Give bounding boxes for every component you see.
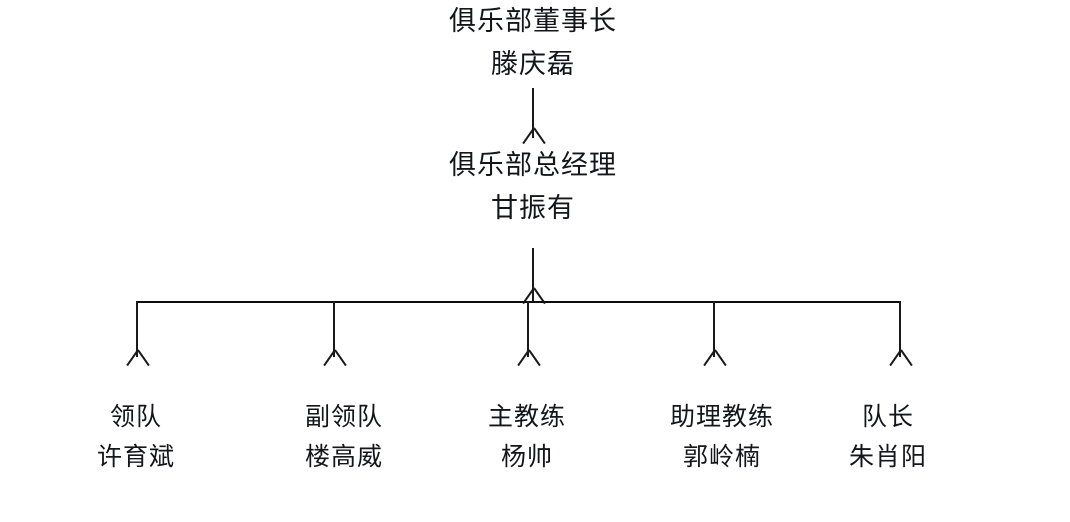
node-captain-person: 朱肖阳 bbox=[848, 442, 928, 471]
node-team-leader-title: 领队 bbox=[109, 402, 163, 431]
node-general-manager: 俱乐部总经理 甘振有 bbox=[449, 152, 617, 222]
node-chairman-title: 俱乐部董事长 bbox=[449, 6, 617, 37]
node-deputy-team-leader-title: 副领队 bbox=[304, 402, 384, 431]
node-captain-title: 队长 bbox=[861, 402, 915, 431]
node-general-manager-title: 俱乐部总经理 bbox=[449, 150, 617, 181]
node-team-leader: 领队 许育斌 bbox=[97, 404, 175, 469]
node-head-coach-person: 杨帅 bbox=[500, 442, 554, 471]
node-deputy-team-leader-person: 楼高威 bbox=[304, 442, 384, 471]
node-general-manager-person: 甘振有 bbox=[491, 193, 575, 224]
node-team-leader-person: 许育斌 bbox=[96, 442, 176, 471]
connector-chairman-to-gm-line bbox=[532, 88, 534, 138]
node-captain: 队长 朱肖阳 bbox=[849, 404, 927, 469]
connector-gm-to-bus-line bbox=[532, 248, 534, 302]
node-assistant-coach-title: 助理教练 bbox=[669, 402, 775, 431]
distribution-bus-line bbox=[137, 301, 901, 303]
node-head-coach-title: 主教练 bbox=[487, 402, 567, 431]
node-assistant-coach-person: 郭岭楠 bbox=[682, 442, 762, 471]
connector-bus-to-assistant-coach-line bbox=[713, 301, 715, 357]
node-deputy-team-leader: 副领队 楼高威 bbox=[305, 404, 383, 469]
node-chairman: 俱乐部董事长 滕庆磊 bbox=[449, 8, 617, 78]
node-assistant-coach: 助理教练 郭岭楠 bbox=[670, 404, 774, 469]
connector-bus-to-deputy-team-leader-line bbox=[333, 301, 335, 357]
connector-bus-to-head-coach-line bbox=[527, 301, 529, 357]
node-chairman-person: 滕庆磊 bbox=[491, 49, 575, 80]
connector-bus-to-captain-line bbox=[899, 301, 901, 357]
node-head-coach: 主教练 杨帅 bbox=[488, 404, 566, 469]
connector-bus-to-team-leader-line bbox=[136, 301, 138, 357]
